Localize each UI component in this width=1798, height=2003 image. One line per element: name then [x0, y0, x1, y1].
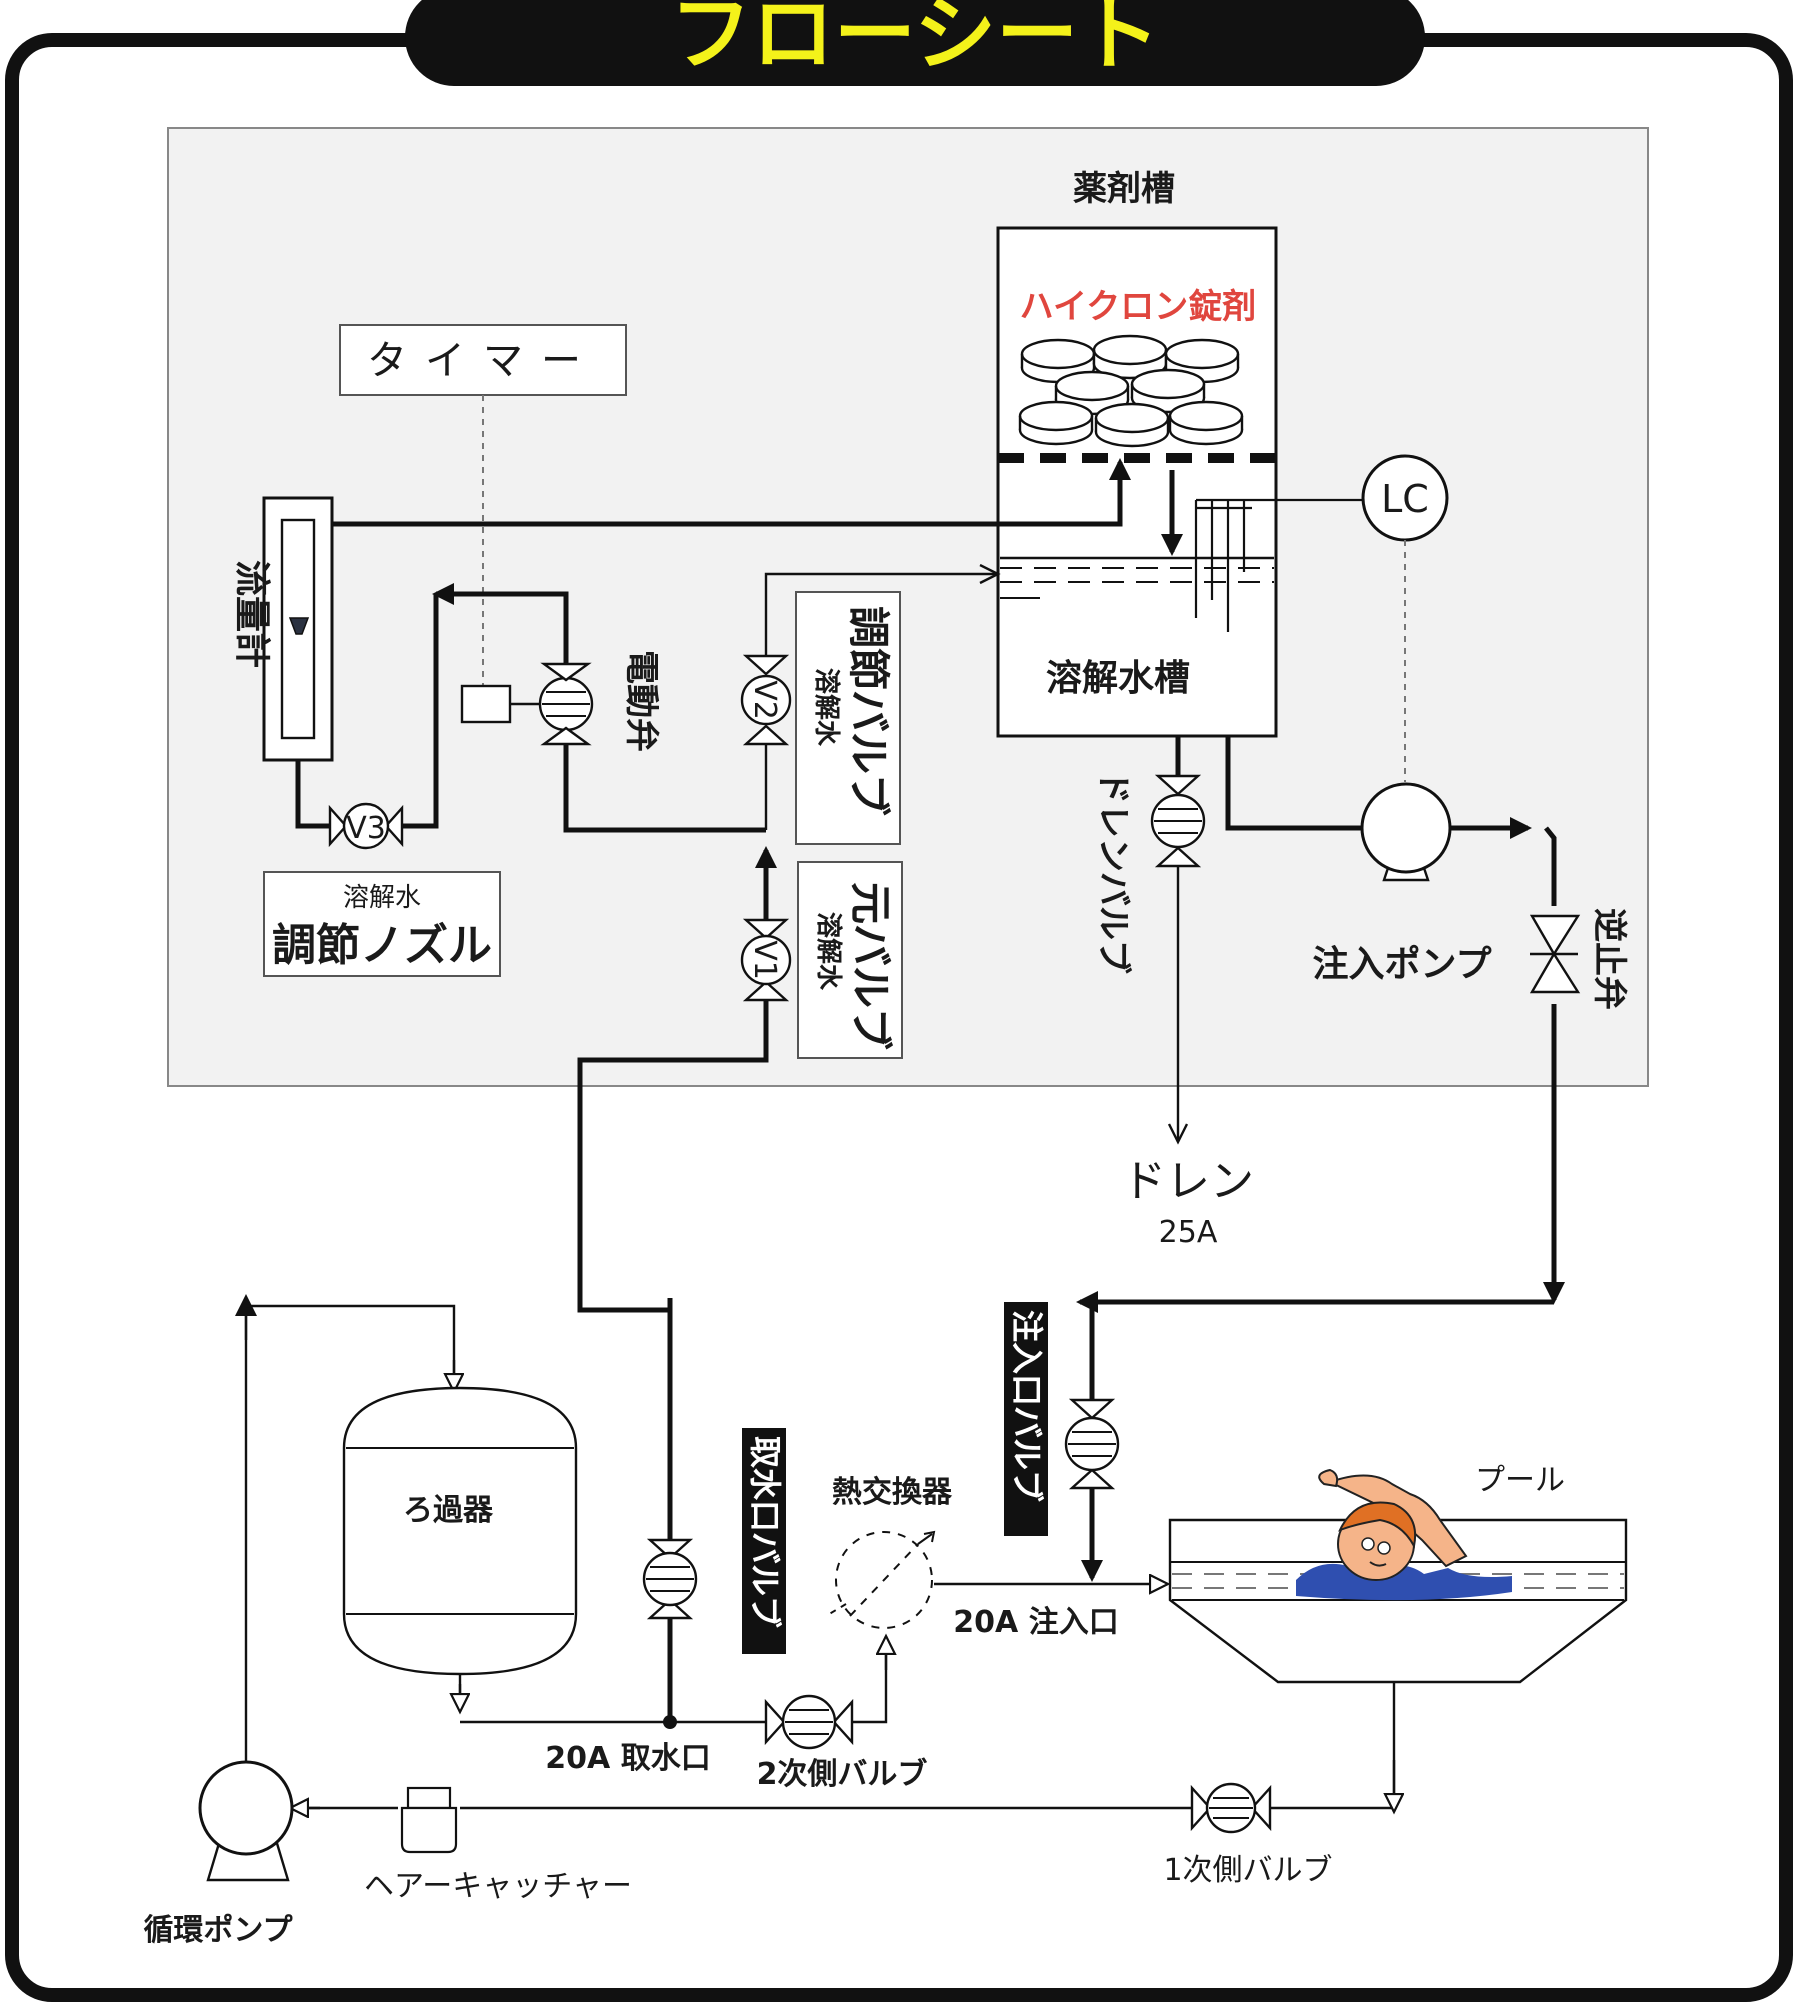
- motor-valve-icon: [460, 662, 594, 746]
- intake-valve-icon: [642, 1538, 698, 1620]
- nozzle-label-big: 調節ノズル: [272, 920, 492, 971]
- circulation-pump-label: 循環ポンプ: [143, 1913, 293, 1948]
- secondary-valve-label: 2次側バルブ: [757, 1757, 928, 1792]
- secondary-valve-icon: [764, 1694, 854, 1750]
- heat-exchanger-label: 熱交換器: [832, 1475, 953, 1510]
- inlet-valve-label: 注入口バルブ: [1008, 1310, 1046, 1502]
- filter-label: ろ過器: [403, 1493, 494, 1528]
- injection-pump-label: 注入ポンプ: [1313, 943, 1492, 985]
- v2-label-big: 調節バルブ: [844, 606, 893, 816]
- check-valve-label: 逆止弁: [1589, 908, 1629, 1010]
- v1-label-box: [797, 861, 903, 1059]
- circulation-to-filter-line: [235, 1294, 454, 1762]
- v2-label-small: 溶解水: [811, 668, 842, 747]
- circulation-pump-icon: [198, 1760, 294, 1882]
- chemical-tank: [996, 226, 1278, 738]
- lc-label: LC: [1381, 477, 1429, 521]
- flowmeter-label: 流量計: [231, 560, 272, 668]
- v3-label: V3: [346, 811, 386, 846]
- tablet-label: ハイクロン錠剤: [1020, 287, 1257, 327]
- intake-valve-label-box: [742, 1428, 786, 1654]
- v1-valve-icon: V1: [740, 918, 792, 1002]
- hair-catcher-label: ヘアーキャッチャー: [364, 1869, 632, 1904]
- flowmeter-icon: [262, 496, 334, 762]
- swimmer-icon: [1296, 1468, 1512, 1601]
- v2-valve-icon: V2: [740, 654, 792, 746]
- primary-return-line: [290, 1682, 1394, 1812]
- drain-valve-icon: [1150, 774, 1206, 868]
- v2-feed-line: [764, 574, 998, 830]
- drain-size-label: 25A: [1159, 1215, 1218, 1250]
- primary-valve-icon: [1190, 1782, 1272, 1834]
- dissolve-tank-label: 溶解水槽: [1046, 658, 1190, 699]
- v2-label-box: [795, 591, 901, 845]
- inlet-label: 20A 注入口: [953, 1605, 1118, 1640]
- hair-catcher-icon: [400, 1786, 458, 1854]
- drain-label: ドレン: [1122, 1156, 1254, 1207]
- v3-nozzle-icon: V3: [300, 802, 404, 850]
- lc-controller: LC: [1361, 454, 1449, 542]
- dissolve-water-piping: [295, 458, 1131, 1313]
- filter-icon: [342, 1386, 578, 1676]
- level-sensor-rods: [1194, 498, 1362, 632]
- inlet-valve-label-box: [1004, 1302, 1048, 1536]
- intake-valve-label: 取水口バルブ: [746, 1436, 784, 1628]
- nozzle-label-box: [263, 871, 501, 977]
- timer-box: [339, 324, 627, 396]
- tablet-pile-icon: [1018, 334, 1244, 448]
- motor-valve-label: 電動弁: [621, 650, 661, 752]
- heat-exchanger-icon: [825, 1530, 936, 1629]
- timer-label: タイマー: [367, 338, 599, 384]
- primary-valve-label: 1次側バルブ: [1163, 1853, 1332, 1888]
- nozzle-label-small: 溶解水: [343, 883, 421, 913]
- v1-label-big: 元バルブ: [846, 882, 895, 1050]
- v1-label-small: 溶解水: [813, 912, 844, 991]
- check-valve-icon: [1529, 914, 1581, 994]
- injection-line: [1076, 736, 1565, 1582]
- v2-label: V2: [747, 680, 782, 720]
- v1-label: V1: [747, 940, 782, 980]
- chemical-tank-label: 薬剤槽: [1073, 169, 1175, 209]
- title: フローシート: [670, 0, 1160, 82]
- intake-label: 20A 取水口: [545, 1741, 710, 1776]
- drain-valve-label: ドレンバルブ: [1093, 770, 1133, 974]
- title-banner: フローシート: [405, 0, 1425, 86]
- inlet-valve-icon: [1064, 1398, 1120, 1490]
- injection-pump-icon: [1360, 782, 1452, 882]
- pool-label: プール: [1475, 1463, 1565, 1498]
